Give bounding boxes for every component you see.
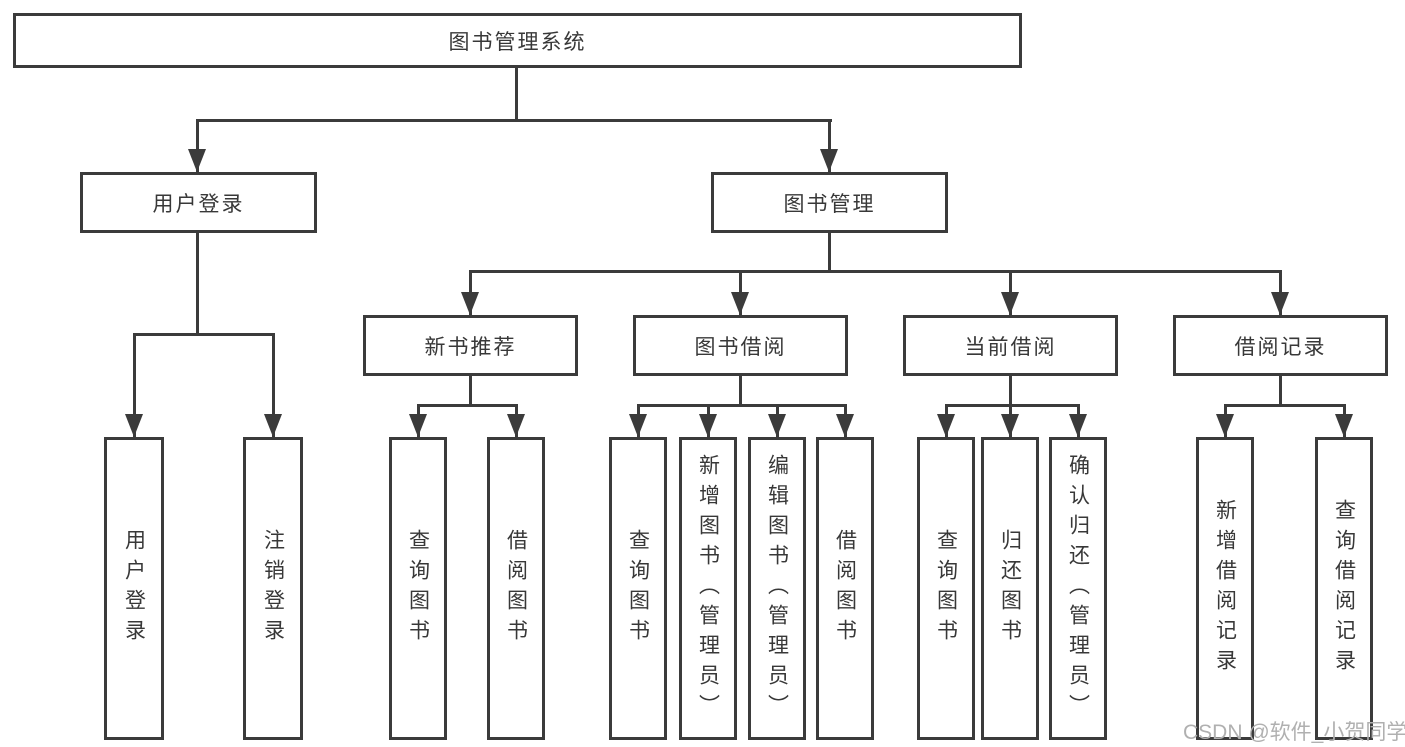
connector-group1-hline: [417, 404, 518, 407]
connector-user-login-hline: [133, 333, 275, 336]
leaf-return-books: 归还图书: [981, 437, 1039, 740]
leaf-confirm-return-admin: 确认归还（管理员）: [1049, 437, 1107, 740]
arrow-down-icon: [409, 414, 427, 437]
connector-leaf-stem: [272, 333, 275, 437]
node-book-borrowing: 图书借阅: [633, 315, 848, 376]
arrow-down-icon: [629, 414, 647, 437]
leaf-query-books-current: 查询图书: [917, 437, 975, 740]
connector-group3-hline: [945, 404, 1080, 407]
node-current-borrowing: 当前借阅: [903, 315, 1118, 376]
leaf-query-books-recommend: 查询图书: [389, 437, 447, 740]
node-borrowing-records: 借阅记录: [1173, 315, 1388, 376]
connector-leaf-stem: [133, 333, 136, 437]
node-new-book-recommendation: 新书推荐: [363, 315, 578, 376]
leaf-edit-book-admin: 编辑图书（管理员）: [748, 437, 806, 740]
arrow-down-icon: [188, 149, 206, 172]
node-user-login: 用户登录: [80, 172, 317, 233]
connector-root-stem: [515, 68, 518, 120]
leaf-add-borrow-record: 新增借阅记录: [1196, 437, 1254, 740]
connector-group2-drop: [739, 376, 742, 407]
arrow-down-icon: [768, 414, 786, 437]
leaf-add-book-admin: 新增图书（管理员）: [679, 437, 737, 740]
connector-level3-hline: [469, 270, 1282, 273]
arrow-down-icon: [699, 414, 717, 437]
arrow-down-icon: [820, 149, 838, 172]
arrow-down-icon: [937, 414, 955, 437]
connector-group4-drop: [1279, 376, 1282, 407]
watermark-text: CSDN @软件_小贺同学: [1183, 721, 1405, 744]
connector-group2-hline: [637, 404, 847, 407]
connector-book-mgmt-stem: [828, 119, 831, 172]
arrow-down-icon: [461, 292, 479, 315]
arrow-down-icon: [836, 414, 854, 437]
connector-group1-drop: [469, 376, 472, 407]
arrow-down-icon: [507, 414, 525, 437]
connector-book-mgmt-drop: [828, 233, 831, 273]
connector-user-login-stem: [196, 119, 199, 172]
connector-user-login-drop: [196, 233, 199, 336]
arrow-down-icon: [125, 414, 143, 437]
connector-group4-hline: [1224, 404, 1346, 407]
connector-level1-hline: [196, 119, 832, 122]
arrow-down-icon: [1271, 292, 1289, 315]
arrow-down-icon: [1001, 414, 1019, 437]
connector-group3-drop: [1009, 376, 1012, 407]
arrow-down-icon: [1001, 292, 1019, 315]
node-library-system: 图书管理系统: [13, 13, 1022, 68]
leaf-query-books-borrowing: 查询图书: [609, 437, 667, 740]
node-book-management: 图书管理: [711, 172, 948, 233]
arrow-down-icon: [264, 414, 282, 437]
arrow-down-icon: [1335, 414, 1353, 437]
arrow-down-icon: [1069, 414, 1087, 437]
leaf-user-login: 用户登录: [104, 437, 164, 740]
arrow-down-icon: [731, 292, 749, 315]
leaf-borrow-books: 借阅图书: [816, 437, 874, 740]
leaf-logout: 注销登录: [243, 437, 303, 740]
arrow-down-icon: [1216, 414, 1234, 437]
leaf-borrow-books-recommend: 借阅图书: [487, 437, 545, 740]
leaf-query-borrow-record: 查询借阅记录: [1315, 437, 1373, 740]
